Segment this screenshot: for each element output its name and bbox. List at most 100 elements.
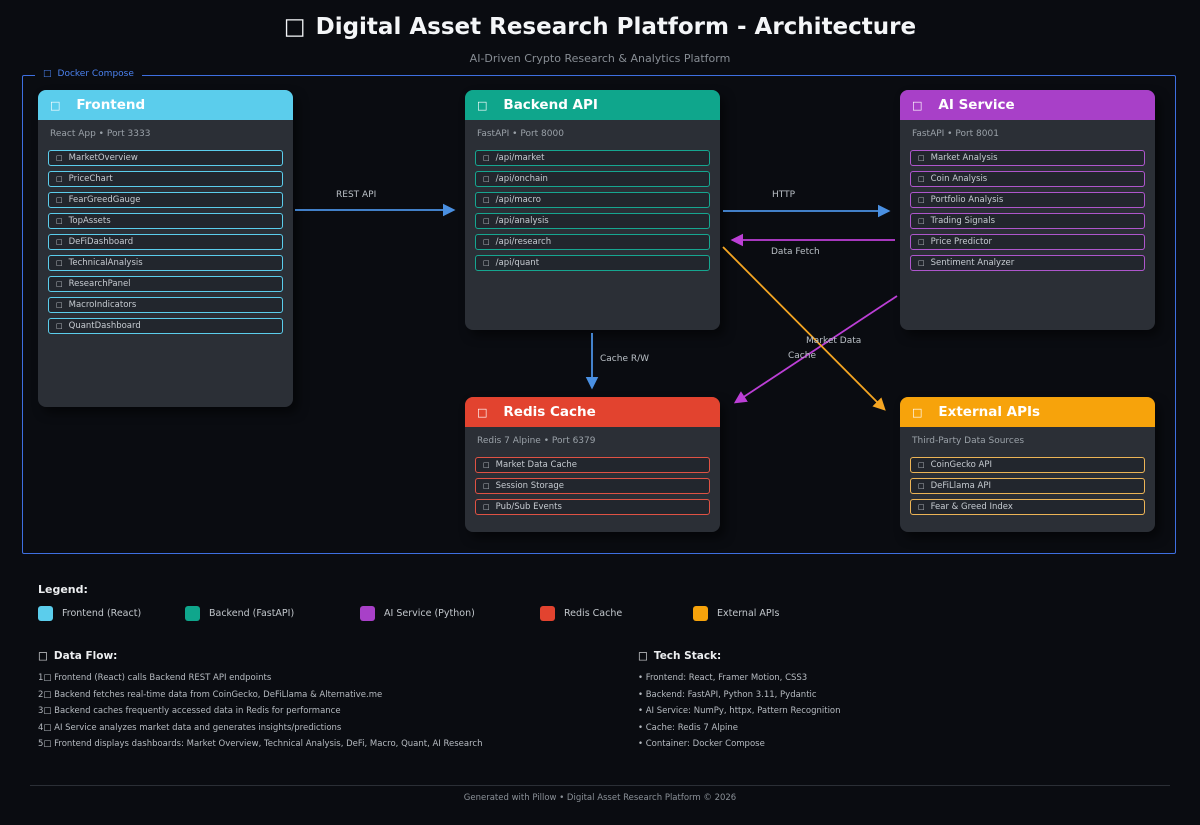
endpoint-label: /api/research — [496, 237, 551, 247]
service-external-name: External APIs — [938, 404, 1040, 420]
cache-label: Market Data Cache — [496, 460, 577, 470]
legend-item-redis: Redis Cache — [540, 606, 622, 621]
service-frontend: □ Frontend React App • Port 3333 □ Market… — [38, 90, 293, 407]
endpoint-item: □ /api/market — [475, 150, 710, 166]
component-icon: □ — [56, 301, 63, 309]
ai-icon: □ — [912, 99, 922, 112]
ai-module-item: □ Trading Signals — [910, 213, 1145, 229]
title-chart-icon: □ — [284, 14, 306, 40]
footer-divider — [30, 785, 1170, 786]
component-label: DeFiDashboard — [69, 237, 134, 247]
component-label: MarketOverview — [69, 153, 138, 163]
docker-compose-label-text: Docker Compose — [58, 69, 134, 79]
arrow-label-cache: Cache — [788, 351, 816, 361]
ai-module-label: Market Analysis — [931, 153, 998, 163]
service-frontend-header: □ Frontend — [38, 90, 293, 120]
cache-item: □Session Storage — [475, 478, 710, 494]
data-flow-icon: □ — [38, 650, 48, 662]
page-title: □ Digital Asset Research Platform - Arch… — [0, 14, 1200, 40]
external-source-label: DeFiLlama API — [931, 481, 991, 491]
service-redis-items: □Market Data Cache □Session Storage □Pub… — [465, 451, 720, 521]
ai-module-icon: □ — [918, 175, 925, 183]
component-item: □ MarketOverview — [48, 150, 283, 166]
backend-icon: □ — [477, 99, 487, 112]
endpoint-icon: □ — [483, 259, 490, 267]
service-frontend-subtitle: React App • Port 3333 — [38, 120, 293, 144]
component-label: PriceChart — [69, 174, 113, 184]
service-external-apis: □ External APIs Third-Party Data Sources… — [900, 397, 1155, 532]
tech-stack-item: • Container: Docker Compose — [638, 739, 765, 749]
component-icon: □ — [56, 175, 63, 183]
ai-module-label: Portfolio Analysis — [931, 195, 1004, 205]
component-item: □QuantDashboard — [48, 318, 283, 334]
external-source-icon: □ — [918, 461, 925, 469]
component-item: □ DeFiDashboard — [48, 234, 283, 250]
component-label: FearGreedGauge — [69, 195, 141, 205]
service-frontend-name: Frontend — [76, 97, 145, 113]
data-flow-title-text: Data Flow: — [54, 650, 117, 662]
legend-swatch-external — [693, 606, 708, 621]
tech-stack-item: • Cache: Redis 7 Alpine — [638, 723, 738, 733]
endpoint-icon: □ — [483, 175, 490, 183]
tech-stack-item: • Backend: FastAPI, Python 3.11, Pydanti… — [638, 690, 817, 700]
component-icon: □ — [56, 196, 63, 204]
legend-title: Legend: — [38, 583, 88, 596]
endpoint-item: □ /api/quant — [475, 255, 710, 271]
external-source-label: Fear & Greed Index — [931, 502, 1013, 512]
service-ai: □ AI Service FastAPI • Port 8001 □Market… — [900, 90, 1155, 330]
legend-swatch-backend — [185, 606, 200, 621]
external-source-icon: □ — [918, 503, 925, 511]
data-flow-step: 2□ Backend fetches real-time data from C… — [38, 690, 382, 700]
tech-stack-item: • AI Service: NumPy, httpx, Pattern Reco… — [638, 706, 841, 716]
frontend-icon: □ — [50, 99, 60, 112]
data-flow-step: 5□ Frontend displays dashboards: Market … — [38, 739, 483, 749]
service-backend-api: □ Backend API FastAPI • Port 8000 □/api/… — [465, 90, 720, 330]
legend-swatch-ai — [360, 606, 375, 621]
ai-module-item: □ Market Analysis — [910, 150, 1145, 166]
ai-module-icon: □ — [918, 154, 925, 162]
legend-label: Redis Cache — [564, 608, 622, 619]
component-label: ResearchPanel — [69, 279, 131, 289]
arrow-label-cache-rw: Cache R/W — [600, 354, 649, 364]
legend-swatch-redis — [540, 606, 555, 621]
endpoint-icon: □ — [483, 154, 490, 162]
cache-icon: □ — [483, 461, 490, 469]
tech-stack-icon: □ — [638, 650, 648, 662]
ai-module-icon: □ — [918, 217, 925, 225]
ai-module-label: Trading Signals — [931, 216, 995, 226]
ai-module-icon: □ — [918, 238, 925, 246]
component-icon: □ — [56, 322, 63, 330]
endpoint-label: /api/macro — [496, 195, 541, 205]
endpoint-item: □/api/onchain — [475, 171, 710, 187]
ai-module-label: Sentiment Analyzer — [931, 258, 1015, 268]
tech-stack-title: □ Tech Stack: — [638, 650, 721, 662]
component-icon: □ — [56, 238, 63, 246]
data-flow-step: 1□ Frontend (React) calls Backend REST A… — [38, 673, 271, 683]
service-external-items: □CoinGecko API □DeFiLlama API □Fear & Gr… — [900, 451, 1155, 521]
component-item: □ ResearchPanel — [48, 276, 283, 292]
cache-label: Session Storage — [496, 481, 564, 491]
tech-stack-title-text: Tech Stack: — [654, 650, 721, 662]
endpoint-icon: □ — [483, 196, 490, 204]
service-external-header: □ External APIs — [900, 397, 1155, 427]
component-icon: □ — [56, 280, 63, 288]
endpoint-label: /api/market — [496, 153, 545, 163]
tech-stack-item: • Frontend: React, Framer Motion, CSS3 — [638, 673, 807, 683]
service-backend-items: □ /api/market □/api/onchain □ /api/macro □… — [465, 144, 720, 277]
docker-icon: □ — [43, 69, 52, 79]
legend-label: AI Service (Python) — [384, 608, 475, 619]
component-item: □ PriceChart — [48, 171, 283, 187]
arrow-label-data-fetch: Data Fetch — [771, 247, 820, 257]
endpoint-label: /api/quant — [496, 258, 539, 268]
service-redis-name: Redis Cache — [503, 404, 595, 420]
service-redis: □ Redis Cache Redis 7 Alpine • Port 6379… — [465, 397, 720, 532]
ai-module-label: Price Predictor — [931, 237, 992, 247]
endpoint-item: □ /api/macro — [475, 192, 710, 208]
service-backend-header: □ Backend API — [465, 90, 720, 120]
arrow-label-rest-api: REST API — [336, 190, 376, 200]
component-icon: □ — [56, 154, 63, 162]
legend-item-backend: Backend (FastAPI) — [185, 606, 294, 621]
data-flow-title: □ Data Flow: — [38, 650, 117, 662]
component-label: TechnicalAnalysis — [69, 258, 143, 268]
